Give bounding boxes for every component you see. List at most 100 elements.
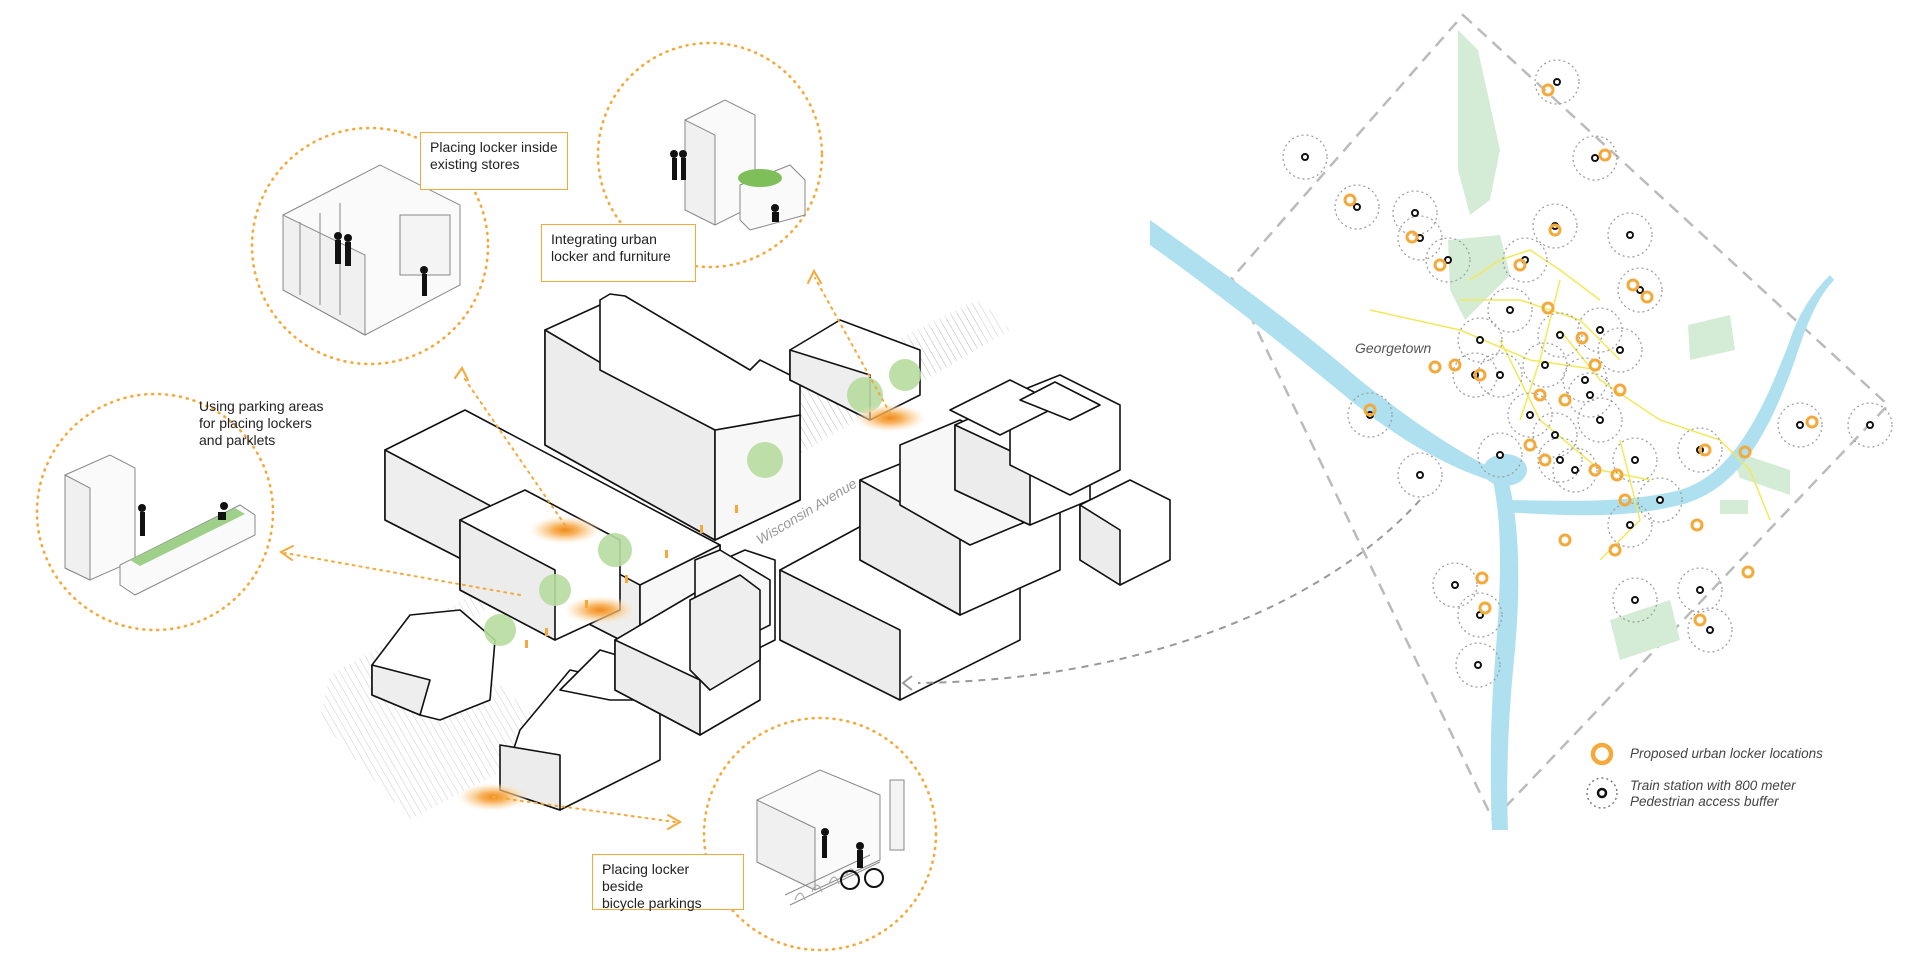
callout-furniture: Integrating urban locker and furniture: [541, 224, 696, 282]
proposed-locker-marker: [1343, 193, 1357, 207]
callout-circles: [35, 41, 938, 952]
proposed-locker-marker: [1588, 463, 1602, 477]
parklet-greenery: [130, 508, 245, 566]
proposed-locker-marker: [1626, 278, 1640, 292]
vignette-furniture: [684, 99, 806, 231]
proposed-locker-marker: [1473, 368, 1487, 382]
train-station-marker: [1451, 581, 1459, 589]
proposed-locker-marker: [1575, 331, 1589, 345]
callout-parking-line2: for placing lockers: [199, 415, 312, 431]
proposed-locker-marker: [1548, 223, 1562, 237]
train-station-marker: [1631, 456, 1639, 464]
legend-station-line2: Pedestrian access buffer: [1630, 794, 1779, 809]
train-station-marker: [1444, 256, 1452, 264]
legend-row-proposed: Proposed urban locker locations: [1588, 742, 1888, 782]
proposed-locker-marker: [1741, 565, 1755, 579]
planter-greenery: [738, 169, 782, 187]
proposed-locker-marker: [1523, 438, 1537, 452]
station-buffer-circle: [1577, 397, 1623, 443]
train-station-marker: [1474, 661, 1482, 669]
station-buffer-circle: [1532, 412, 1578, 458]
map-to-street-arrowhead: [901, 675, 913, 691]
proposed-locker-marker: [1363, 403, 1377, 417]
callout-parking-line3: and parklets: [199, 432, 276, 448]
rivers: [1150, 220, 1834, 830]
proposed-locker-marker: [1690, 518, 1704, 532]
station-buffer-circle: [1552, 447, 1598, 493]
vignette-store: [282, 164, 461, 336]
train-station-marker: [1526, 411, 1534, 419]
station-buffer-circle: [1617, 267, 1663, 313]
arrow-heads: [279, 268, 822, 830]
legend-proposed-label: Proposed urban locker locations: [1630, 746, 1823, 761]
train-station-marker: [1541, 361, 1549, 369]
callout-parking: Using parking areas for placing lockers …: [190, 392, 342, 454]
callout-stores: Placing locker inside existing stores: [420, 132, 568, 190]
bicycle-rack-arches: [794, 868, 857, 901]
callout-bicycle-line2: bicycle parkings: [602, 895, 702, 911]
proposed-locker-marker: [1698, 443, 1712, 457]
proposed-locker-marker: [1433, 258, 1447, 272]
leader-arrows: [284, 277, 891, 823]
station-buffer-circle: [1577, 307, 1623, 353]
proposed-locker-marker: [1541, 301, 1555, 315]
proposed-locker-marker: [1558, 533, 1572, 547]
callout-parking-line1: Using parking areas: [199, 398, 324, 414]
train-station-marker: [1416, 471, 1424, 479]
callout-furniture-line1: Integrating urban: [551, 231, 657, 247]
train-station-marker: [1706, 626, 1714, 634]
proposed-locker-marker: [1610, 468, 1624, 482]
people-furniture: [670, 150, 779, 222]
train-station-marker: [1591, 154, 1599, 162]
map-legend: Proposed urban locker locations Train st…: [1586, 742, 1888, 820]
station-buffer-circle: [1607, 212, 1653, 258]
proposed-locker-marker: [1558, 393, 1572, 407]
station-buffer-circle: [1457, 592, 1503, 638]
train-station-marker: [1626, 521, 1634, 529]
proposed-locker-marker: [1598, 148, 1612, 162]
station-buffer-circle: [1777, 402, 1823, 448]
proposed-locker-marker: [1475, 571, 1489, 585]
station-buffer-circle: [1612, 437, 1658, 483]
station-buffer-circle: [1637, 477, 1683, 523]
station-buffer-circle: [1347, 392, 1393, 438]
train-station-marker: [1631, 596, 1639, 604]
vignette-bicycle: [756, 769, 905, 906]
station-buffer-circle: [1397, 215, 1443, 261]
train-station-marker: [1411, 209, 1419, 217]
train-station-marker: [1866, 421, 1874, 429]
vignette-parklet: [64, 454, 256, 596]
train-station-marker: [1556, 456, 1564, 464]
proposed-locker-marker: [1805, 415, 1819, 429]
train-station-marker: [1656, 496, 1664, 504]
station-buffer-circle: [1425, 237, 1471, 283]
station-buffer-circle: [1397, 452, 1443, 498]
station-buffer-circle: [1677, 427, 1723, 473]
train-station-marker: [1476, 336, 1484, 344]
train-station-marker: [1586, 391, 1594, 399]
city-map: [1150, 13, 1890, 830]
station-buffer-circle: [1392, 190, 1438, 236]
map-markers: [1282, 59, 1893, 688]
legend-station-line1: Train station with 800 meter: [1630, 778, 1796, 793]
station-buffer-circle: [1477, 352, 1523, 398]
proposed-locker-marker: [1618, 493, 1632, 507]
station-buffer-circle: [1455, 642, 1501, 688]
proposed-locker-swatch-icon: [1590, 742, 1614, 766]
proposed-locker-marker: [1613, 383, 1627, 397]
train-station-marker: [1496, 371, 1504, 379]
station-buffer-circle: [1847, 402, 1893, 448]
train-station-marker: [1616, 346, 1624, 354]
station-buffer-circle: [1457, 317, 1503, 363]
station-buffer-circle: [1522, 342, 1568, 388]
callout-stores-line1: Placing locker inside: [430, 139, 558, 155]
station-buffer-circle: [1532, 203, 1578, 249]
station-buffer-circle: [1597, 327, 1643, 373]
station-buffer-circle: [1432, 562, 1478, 608]
train-station-marker: [1796, 421, 1804, 429]
proposed-locker-marker: [1738, 445, 1752, 459]
district-boundary: [1230, 13, 1890, 823]
train-station-marker: [1353, 203, 1361, 211]
station-buffer-circle: [1612, 577, 1658, 623]
train-station-marker: [1626, 231, 1634, 239]
